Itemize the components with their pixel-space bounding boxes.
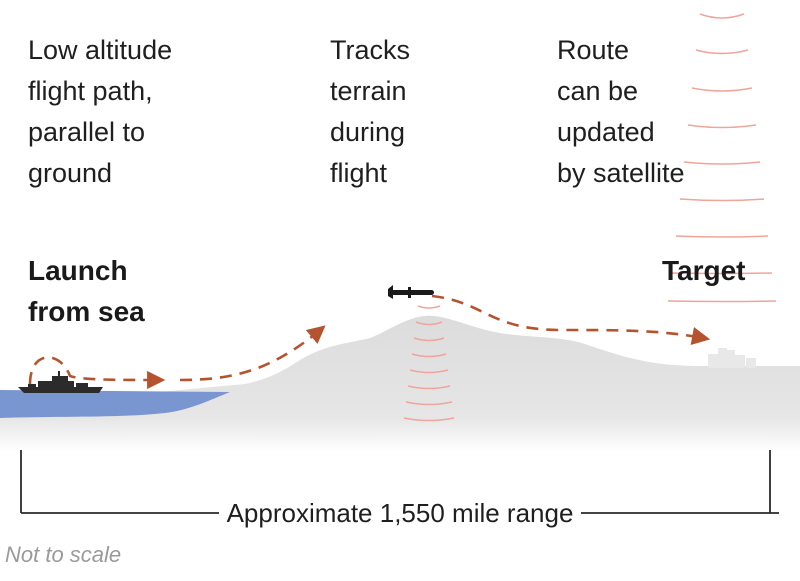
scale-note: Not to scale xyxy=(5,542,122,567)
label-target: Target xyxy=(662,255,746,286)
caption-low-altitude: Low altitude flight path, parallel to gr… xyxy=(28,35,173,188)
sea-water xyxy=(0,390,230,418)
satellite-signal-waves xyxy=(667,13,777,303)
caption-satellite-update: Route can be updated by satellite xyxy=(557,35,685,188)
range-label-text: Approximate 1,550 mile range xyxy=(218,498,582,528)
terrain-ground xyxy=(0,315,800,452)
missile-icon xyxy=(388,285,434,299)
target-buildings xyxy=(708,348,756,368)
flight-path-launch xyxy=(28,356,166,390)
flight-path-climb xyxy=(179,325,326,382)
ship-icon xyxy=(18,371,103,393)
terrain-signal-waves xyxy=(403,305,455,422)
caption-terrain-tracking: Tracks terrain during flight xyxy=(330,35,410,188)
label-launch: Launch from sea xyxy=(28,255,145,327)
range-label: Approximate 1,550 mile range xyxy=(0,497,800,529)
